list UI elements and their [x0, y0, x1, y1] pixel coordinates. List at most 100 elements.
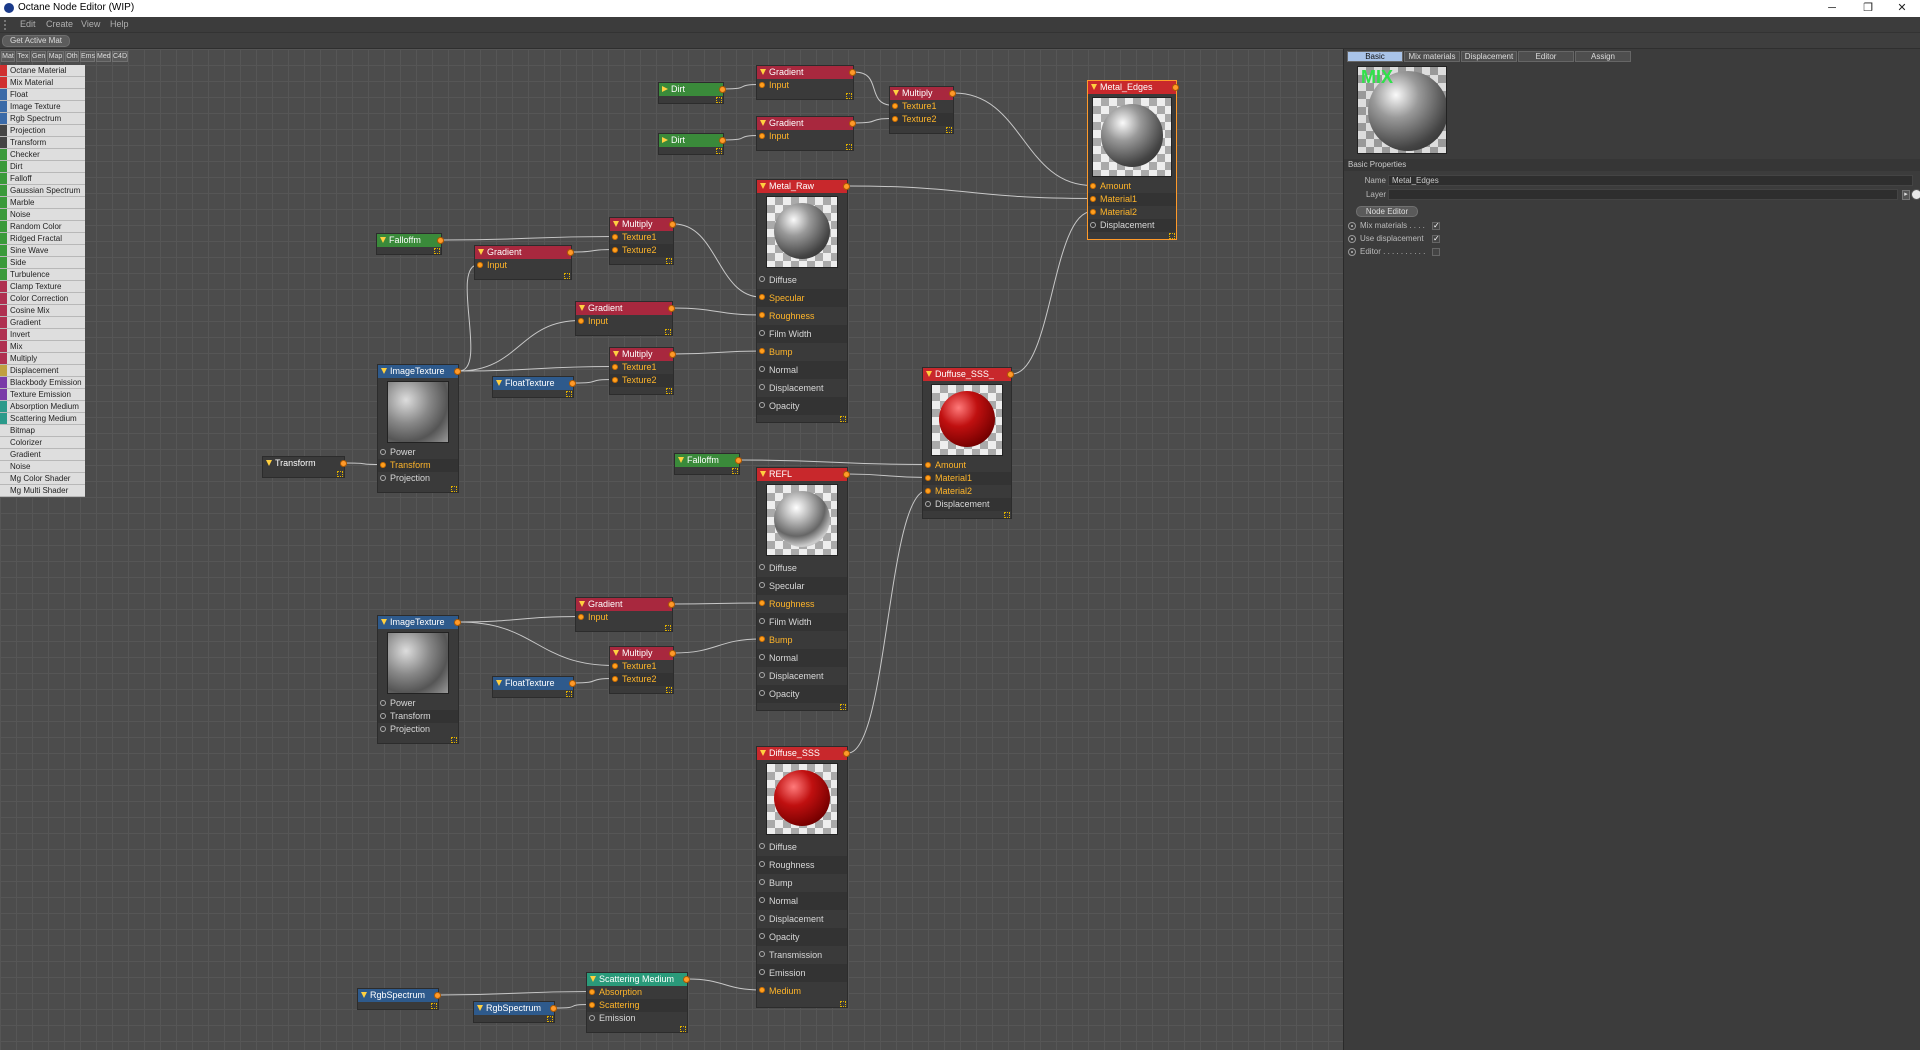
node-header[interactable]: Gradient	[576, 302, 675, 315]
input-port[interactable]: Opacity	[757, 397, 847, 415]
animate-radio-icon[interactable]	[1348, 248, 1356, 256]
node-header[interactable]: ImageTexture	[378, 616, 461, 629]
node-header[interactable]: REFL	[757, 468, 850, 481]
palette-item[interactable]: Mix	[0, 341, 85, 353]
get-active-mat-button[interactable]: Get Active Mat	[2, 35, 70, 47]
node-header[interactable]: Gradient	[475, 246, 574, 259]
port-dot-icon[interactable]	[759, 330, 765, 336]
use-displacement-checkbox[interactable]: ✓	[1432, 234, 1440, 243]
node-rgb1[interactable]: RgbSpectrum	[357, 988, 441, 1010]
node-header[interactable]: Metal_Edges	[1088, 81, 1179, 94]
node-header[interactable]: Falloffm	[377, 234, 444, 247]
node-header[interactable]: FloatTexture	[493, 377, 576, 390]
resize-handle-icon[interactable]	[665, 329, 671, 335]
node-editor-button[interactable]: Node Editor	[1356, 206, 1418, 217]
menu-view[interactable]: View	[81, 19, 101, 29]
node-header[interactable]: Multiply	[890, 87, 956, 100]
input-port[interactable]: Texture1	[890, 100, 953, 113]
input-port[interactable]: Material1	[1088, 193, 1176, 206]
collapse-triangle-icon[interactable]	[361, 992, 367, 998]
collapse-triangle-icon[interactable]	[613, 650, 619, 656]
tab-displacement[interactable]: Displacement	[1461, 51, 1517, 62]
resize-handle-icon[interactable]	[451, 486, 457, 492]
palette-tab-mat[interactable]: Mat	[1, 51, 15, 62]
input-port[interactable]: Transform	[378, 459, 458, 472]
port-dot-icon[interactable]	[925, 487, 931, 494]
resize-handle-icon[interactable]	[666, 258, 672, 264]
palette-item[interactable]: Rgb Spectrum	[0, 113, 85, 125]
input-port[interactable]: Texture1	[610, 361, 673, 374]
collapse-triangle-icon[interactable]	[496, 680, 502, 686]
collapse-triangle-icon[interactable]	[579, 305, 585, 311]
port-dot-icon[interactable]	[892, 102, 898, 109]
node-header[interactable]: Dirt	[659, 83, 726, 96]
input-port[interactable]: Bump	[757, 343, 847, 361]
input-port[interactable]: Absorption	[587, 986, 687, 999]
resize-handle-icon[interactable]	[716, 97, 722, 103]
node-header[interactable]: RgbSpectrum	[358, 989, 441, 1002]
resize-handle-icon[interactable]	[680, 1026, 686, 1032]
input-port[interactable]: Texture2	[890, 113, 953, 126]
output-port-icon[interactable]	[454, 368, 461, 375]
animate-radio-icon[interactable]	[1348, 222, 1356, 230]
resize-handle-icon[interactable]	[666, 388, 672, 394]
node-floattex2[interactable]: FloatTexture	[492, 676, 576, 698]
palette-item[interactable]: Noise	[0, 209, 85, 221]
resize-handle-icon[interactable]	[665, 625, 671, 631]
palette-item[interactable]: Marble	[0, 197, 85, 209]
output-port-icon[interactable]	[567, 249, 574, 256]
collapse-triangle-icon[interactable]	[380, 237, 386, 243]
resize-handle-icon[interactable]	[564, 273, 570, 279]
port-dot-icon[interactable]	[589, 988, 595, 995]
palette-item[interactable]: Gradient	[0, 449, 85, 461]
palette-item[interactable]: Projection	[0, 125, 85, 137]
layer-picker-icon[interactable]	[1911, 189, 1920, 200]
node-header[interactable]: ImageTexture	[378, 365, 461, 378]
node-header[interactable]: Multiply	[610, 348, 676, 361]
resize-handle-icon[interactable]	[566, 691, 572, 697]
node-header[interactable]: Multiply	[610, 218, 676, 231]
palette-tab-gen[interactable]: Gen	[31, 51, 46, 62]
palette-item[interactable]: Invert	[0, 329, 85, 341]
port-dot-icon[interactable]	[759, 384, 765, 390]
input-port[interactable]: Amount	[1088, 180, 1176, 193]
output-port-icon[interactable]	[843, 750, 850, 757]
input-port[interactable]: Texture1	[610, 660, 673, 673]
input-port[interactable]: Displacement	[757, 667, 847, 685]
output-port-icon[interactable]	[569, 380, 576, 387]
input-port[interactable]: Medium	[757, 982, 847, 1000]
port-dot-icon[interactable]	[380, 712, 386, 719]
node-header[interactable]: Scattering Medium	[587, 973, 690, 986]
port-dot-icon[interactable]	[1090, 221, 1096, 228]
input-port[interactable]: Amount	[923, 459, 1011, 472]
input-port[interactable]: Projection	[378, 472, 458, 485]
collapse-triangle-icon[interactable]	[662, 86, 668, 92]
input-port[interactable]: Specular	[757, 289, 847, 307]
input-port[interactable]: Power	[378, 446, 458, 459]
palette-tab-c4d[interactable]: C4D	[112, 51, 128, 62]
menu-edit[interactable]: Edit	[20, 19, 36, 29]
node-dirt2[interactable]: Dirt	[658, 133, 726, 155]
palette-item[interactable]: Ridged Fractal	[0, 233, 85, 245]
input-port[interactable]: Input	[576, 315, 672, 328]
input-port[interactable]: Emission	[757, 964, 847, 982]
port-dot-icon[interactable]	[759, 294, 765, 300]
input-port[interactable]: Texture2	[610, 244, 673, 257]
node-falloff1[interactable]: Falloffm	[376, 233, 444, 255]
port-dot-icon[interactable]	[759, 654, 765, 660]
collapse-triangle-icon[interactable]	[477, 1005, 483, 1011]
input-port[interactable]: Material2	[1088, 206, 1176, 219]
node-header[interactable]: FloatTexture	[493, 677, 576, 690]
node-header[interactable]: RgbSpectrum	[474, 1002, 557, 1015]
port-dot-icon[interactable]	[759, 915, 765, 921]
collapse-triangle-icon[interactable]	[926, 371, 932, 377]
collapse-triangle-icon[interactable]	[760, 183, 766, 189]
port-dot-icon[interactable]	[925, 474, 931, 481]
input-port[interactable]: Opacity	[757, 928, 847, 946]
